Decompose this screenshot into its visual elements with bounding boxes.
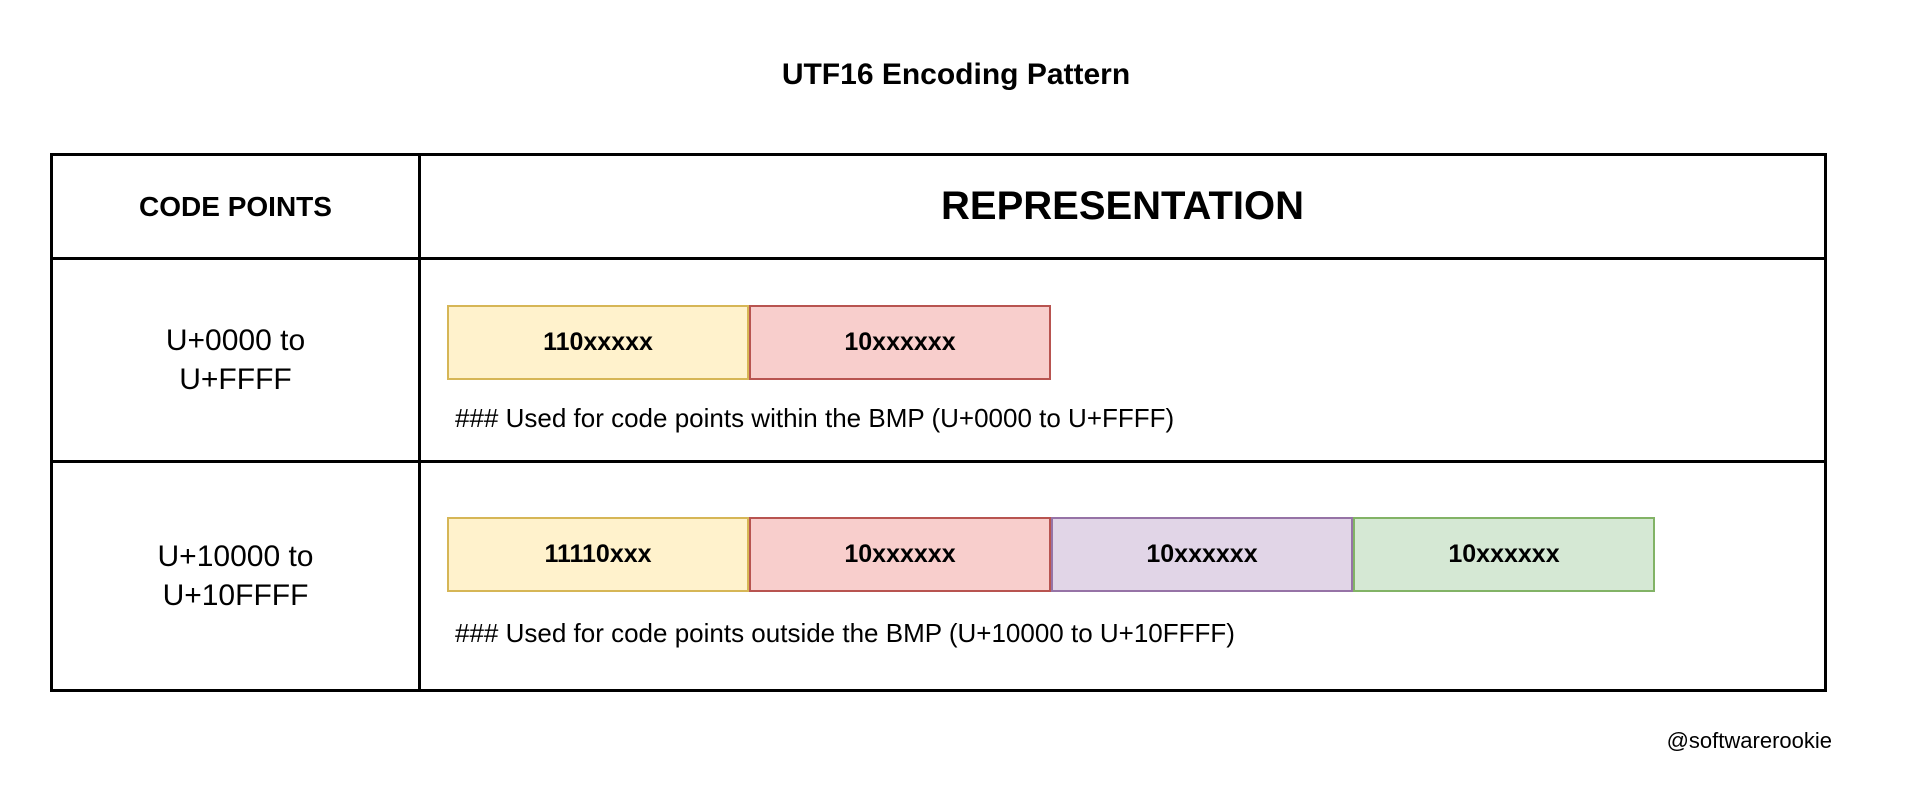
range-line-2: U+FFFF	[179, 363, 292, 396]
header-code-points: CODE POINTS	[53, 156, 421, 260]
byte-box-continuation: 10xxxxxx	[749, 517, 1051, 592]
representation-supplementary: 11110xxx 10xxxxxx 10xxxxxx 10xxxxxx ### …	[421, 463, 1824, 689]
diagram-title: UTF16 Encoding Pattern	[781, 58, 1131, 91]
range-line-1: U+0000 to	[165, 324, 306, 357]
byte-box-continuation: 10xxxxxx	[749, 305, 1051, 380]
byte-sequence-bmp: 110xxxxx 10xxxxxx	[447, 305, 1051, 380]
watermark: @softwarerookie	[1666, 728, 1832, 753]
byte-box-lead: 110xxxxx	[447, 305, 749, 380]
code-point-range-bmp: U+0000 to U+FFFF	[53, 260, 421, 463]
byte-box-lead: 11110xxx	[447, 517, 749, 592]
code-point-range-supplementary: U+10000 to U+10FFFF	[53, 463, 421, 689]
byte-sequence-supplementary: 11110xxx 10xxxxxx 10xxxxxx 10xxxxxx	[447, 517, 1655, 592]
encoding-table: CODE POINTS REPRESENTATION U+0000 to U+F…	[50, 153, 1827, 692]
range-line-1: U+10000 to	[157, 540, 314, 573]
representation-bmp: 110xxxxx 10xxxxxx ### Used for code poin…	[421, 260, 1824, 463]
usage-note-bmp: ### Used for code points within the BMP …	[455, 403, 1175, 433]
byte-box-continuation: 10xxxxxx	[1353, 517, 1655, 592]
header-representation: REPRESENTATION	[421, 156, 1824, 260]
range-line-2: U+10FFFF	[162, 579, 309, 612]
usage-note-supplementary: ### Used for code points outside the BMP…	[455, 618, 1235, 648]
byte-box-continuation: 10xxxxxx	[1051, 517, 1353, 592]
